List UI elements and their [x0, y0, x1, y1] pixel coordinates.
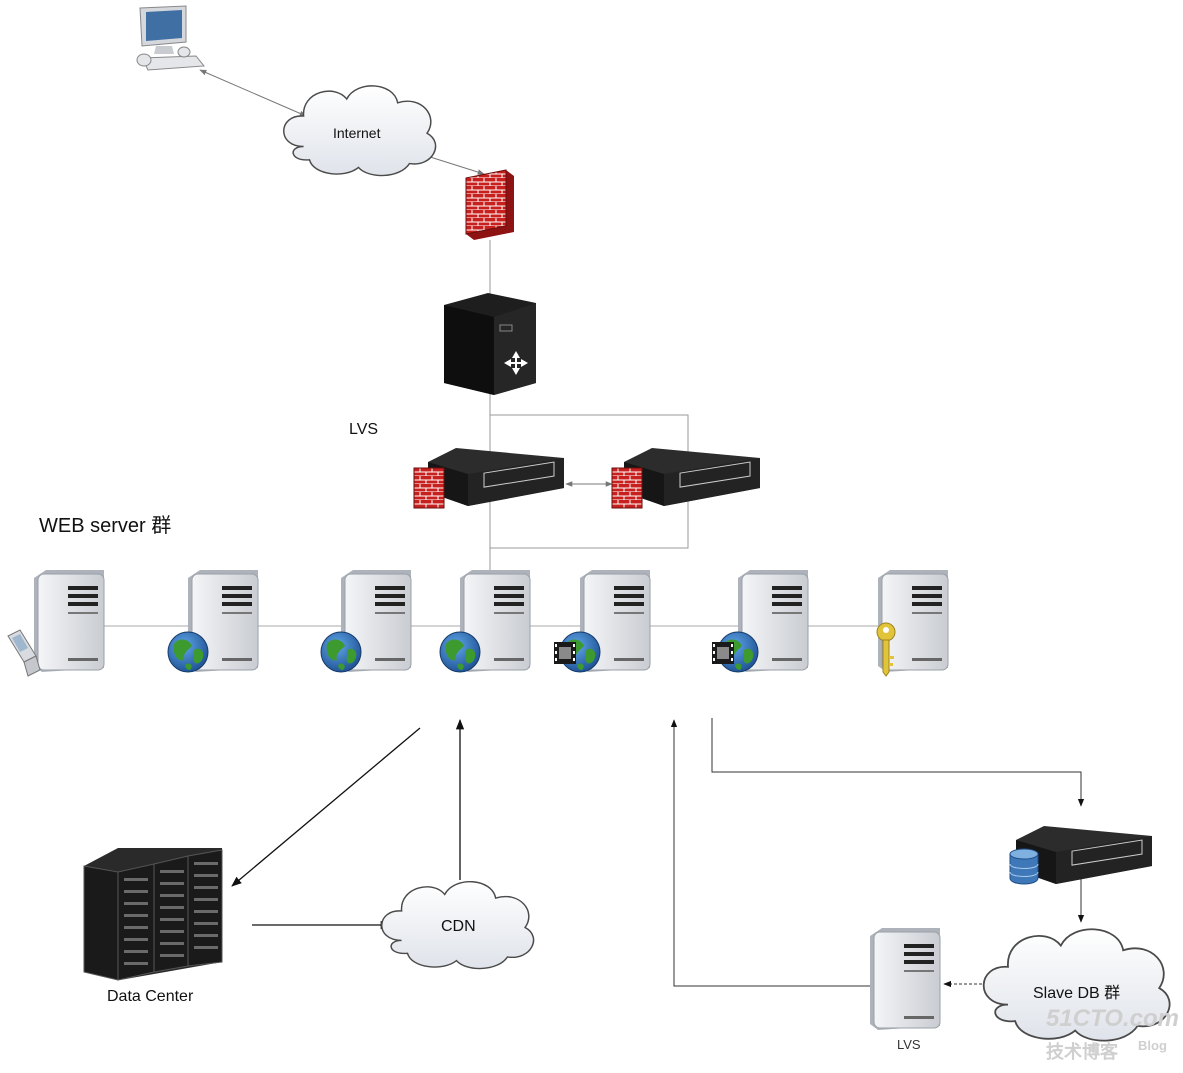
lvs-top-label: LVS: [349, 421, 379, 438]
lvs-primary: [413, 447, 565, 509]
web-server-4: [439, 569, 531, 673]
link-workstation-internet: [199, 69, 307, 117]
router-icon: [444, 293, 536, 395]
datacenter-icon: [83, 848, 223, 981]
database-icon: [1009, 848, 1039, 885]
watermark-brand: 51CTO.com: [1046, 1005, 1179, 1032]
firewall-icon: [611, 467, 643, 509]
globe-icon: [320, 631, 362, 673]
firewall-icon: [413, 467, 445, 509]
tower-server-icon: [869, 927, 941, 1031]
arrow-web-to-db-master: [711, 718, 1085, 807]
arrow-web-to-datacenter: [231, 727, 421, 887]
web-server-2: [167, 569, 259, 673]
film-icon: [554, 642, 576, 664]
data-center-label: Data Center: [107, 988, 194, 1005]
lvs-bottom-label: LVS: [897, 1037, 921, 1052]
watermark-sub: 技术博客: [1046, 1042, 1118, 1062]
mobile-phone-icon: [7, 629, 41, 677]
internet-label: Internet: [333, 125, 381, 141]
web-server-3: [320, 569, 412, 673]
web-server-6: [712, 569, 809, 673]
web-group-label: WEB server 群: [39, 515, 172, 537]
firewall-icon: [465, 169, 514, 240]
web-server-7: [876, 569, 949, 677]
lvs-secondary: [611, 447, 761, 509]
rack-server-icon: [623, 447, 761, 507]
db-master: [1009, 825, 1153, 885]
key-icon: [876, 622, 896, 677]
film-icon: [712, 642, 734, 664]
web-servers: [7, 569, 949, 677]
globe-icon: [167, 631, 209, 673]
connectors: [100, 69, 1085, 988]
computer-icon: [136, 5, 205, 71]
cdn-label: CDN: [441, 918, 476, 935]
arrow-lvs-to-web: [670, 719, 870, 987]
globe-icon: [439, 631, 481, 673]
web-server-1: [7, 569, 105, 677]
web-server-5: [554, 569, 651, 673]
tower-server-icon: [33, 569, 105, 673]
watermark-blog: Blog: [1138, 1038, 1167, 1053]
slave-db-label: Slave DB 群: [1033, 985, 1121, 1002]
lvs-bottom-server: [869, 927, 941, 1031]
rack-server-icon: [427, 447, 565, 507]
